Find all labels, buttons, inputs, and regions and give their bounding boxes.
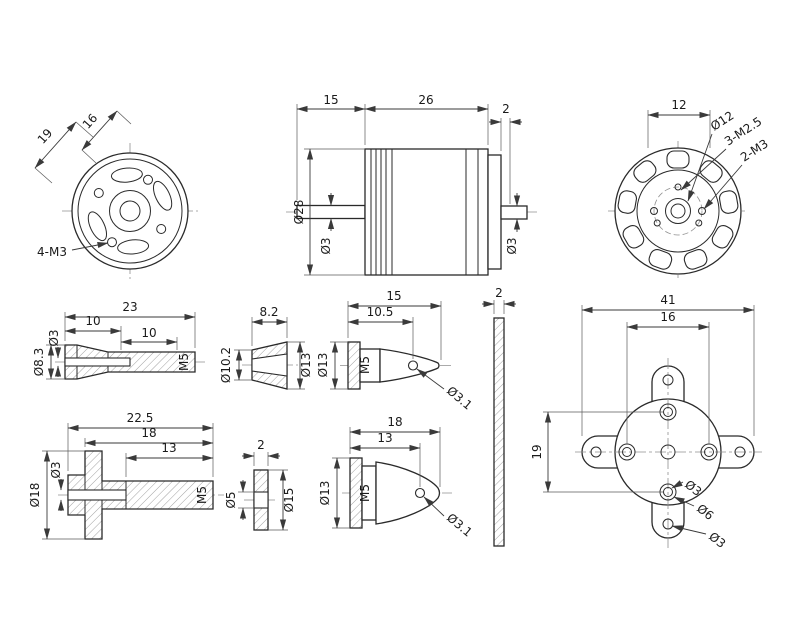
dia-label: Ø3 bbox=[706, 529, 728, 551]
dim-label: 16 bbox=[80, 111, 101, 132]
motor-rear-view: 12 Ø12 3-M2.5 2-M3 bbox=[608, 98, 771, 281]
flux-slot bbox=[117, 239, 150, 255]
dim-label: 13 bbox=[161, 441, 176, 455]
motor-front-view: 19 16 4-M3 bbox=[34, 110, 198, 279]
mount-hole bbox=[663, 487, 673, 497]
collet-shaft-view: 23 10 10 Ø8.3 Ø3 M5 bbox=[32, 300, 205, 380]
shim-body bbox=[493, 317, 505, 547]
dia-label: Ø13 bbox=[299, 353, 313, 378]
dia-label: Ø10.2 bbox=[219, 347, 233, 383]
dim-label: 10 bbox=[85, 314, 100, 328]
mount-hole bbox=[622, 447, 632, 457]
prop-adapter-view: 15 10.5 M5 Ø13 Ø3.1 bbox=[316, 289, 475, 413]
collet-shaft-dimensions: 23 10 10 Ø8.3 Ø3 M5 bbox=[32, 300, 196, 380]
flux-slot bbox=[152, 180, 173, 211]
pin-hole bbox=[407, 360, 419, 371]
dia-label: Ø3.1 bbox=[444, 511, 475, 540]
center-hole bbox=[67, 489, 127, 501]
thread-callout-label: 2-M3 bbox=[738, 136, 771, 164]
shim-side-view: 2 bbox=[482, 286, 516, 547]
dim-label: 2 bbox=[257, 438, 265, 452]
pin-hole bbox=[414, 487, 426, 499]
mount-hole bbox=[704, 447, 714, 457]
mount-plate-view: 41 16 19 Ø3 Ø6 Ø3 bbox=[530, 293, 762, 551]
bolt-circle bbox=[653, 186, 703, 236]
dim-label: 12 bbox=[671, 98, 686, 112]
dia-label: Ø18 bbox=[28, 483, 42, 508]
dia-label: Ø3.1 bbox=[444, 384, 475, 413]
motor-side-view: 15 26 2 Ø28 Ø3 Ø3 bbox=[286, 93, 540, 276]
m3-hole bbox=[156, 224, 167, 234]
motor-shaft-rear bbox=[500, 205, 528, 220]
motor-shaft-front bbox=[296, 204, 366, 220]
dim-label: 26 bbox=[418, 93, 433, 107]
m25-hole bbox=[653, 219, 661, 227]
flux-slot bbox=[87, 211, 108, 242]
flanged-shaft-view: 22.5 18 13 Ø18 Ø3 M5 bbox=[28, 411, 224, 540]
dia-label: Ø13 bbox=[316, 353, 330, 378]
center-hole bbox=[64, 357, 131, 367]
spinner-nose bbox=[375, 461, 441, 525]
dia-label: Ø28 bbox=[292, 200, 306, 225]
dia-label: Ø3 bbox=[49, 461, 63, 478]
m3-hole bbox=[143, 174, 153, 185]
dia-label: Ø13 bbox=[318, 481, 332, 506]
thread-label: M5 bbox=[358, 356, 372, 374]
motor-front-outer-circle bbox=[71, 152, 189, 270]
arm-hole bbox=[734, 446, 746, 458]
washer-view: 2 Ø5 Ø15 bbox=[224, 438, 296, 531]
motor-side-dimensions: 15 26 2 Ø28 Ø3 Ø3 bbox=[292, 93, 522, 276]
center-hole bbox=[251, 353, 288, 377]
motor-mount-flange bbox=[487, 154, 502, 270]
dia-label: Ø3 bbox=[47, 329, 61, 346]
dia-label: Ø8.3 bbox=[32, 348, 46, 377]
spinner-view: 18 13 Ø13 M5 Ø3.1 bbox=[318, 415, 475, 540]
dim-label: 19 bbox=[35, 126, 56, 147]
dim-label: 19 bbox=[530, 444, 544, 459]
dia-label: Ø5 bbox=[224, 491, 238, 508]
dim-label: 16 bbox=[660, 310, 675, 324]
washer-dimensions: 2 Ø5 Ø15 bbox=[224, 438, 296, 531]
flux-slot bbox=[110, 167, 143, 183]
arm-hole bbox=[590, 446, 602, 458]
thread-label: M5 bbox=[177, 353, 191, 371]
center-hole bbox=[660, 444, 676, 460]
cooling-slots bbox=[617, 150, 739, 270]
dim-label: 10 bbox=[141, 326, 156, 340]
collet-cone-view: 8.2 Ø10.2 Ø13 bbox=[219, 305, 313, 390]
dim-label: 13 bbox=[377, 431, 392, 445]
dim-label: 15 bbox=[323, 93, 338, 107]
m3-hole bbox=[698, 207, 706, 215]
dia-label: Ø3 bbox=[505, 237, 519, 254]
dim-label: 2 bbox=[495, 286, 503, 300]
dim-label: 41 bbox=[660, 293, 675, 307]
dim-label: 2 bbox=[502, 102, 510, 116]
dim-label: 15 bbox=[386, 289, 401, 303]
dim-label: 18 bbox=[141, 426, 156, 440]
dia-label: Ø3 bbox=[319, 237, 333, 254]
dim-label: 23 bbox=[122, 300, 137, 314]
dim-label: 10.5 bbox=[367, 305, 394, 319]
thread-label: M5 bbox=[195, 486, 209, 504]
dim-label: 18 bbox=[387, 415, 402, 429]
dim-label: 8.2 bbox=[259, 305, 278, 319]
m3-hole bbox=[93, 188, 104, 198]
flanged-shaft-dimensions: 22.5 18 13 Ø18 Ø3 M5 bbox=[28, 411, 214, 540]
motor-can bbox=[364, 148, 489, 276]
hole-callout-label: 4-M3 bbox=[37, 245, 67, 259]
dia-label: Ø15 bbox=[282, 488, 296, 513]
motor-front-dimensions: 19 16 4-M3 bbox=[34, 110, 132, 259]
arm-hole bbox=[662, 374, 674, 386]
mount-hole bbox=[663, 407, 673, 417]
m3-hole bbox=[650, 207, 658, 215]
shim-dimensions: 2 bbox=[482, 286, 516, 314]
center-hole bbox=[253, 491, 269, 509]
dim-label: 22.5 bbox=[127, 411, 154, 425]
dia-label: Ø6 bbox=[694, 501, 716, 523]
m25-hole bbox=[695, 219, 703, 227]
arm-hole bbox=[662, 518, 674, 530]
thread-label: M5 bbox=[358, 484, 372, 502]
collet-cone-dimensions: 8.2 Ø10.2 Ø13 bbox=[219, 305, 313, 390]
